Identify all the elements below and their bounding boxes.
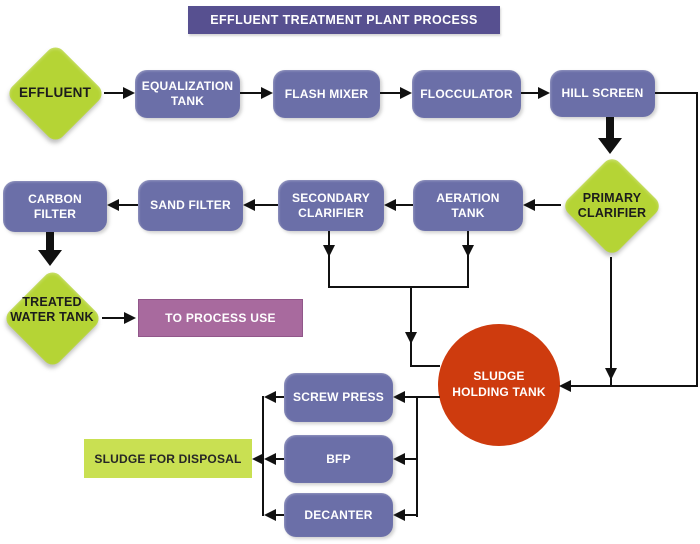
arrow-line [571, 385, 698, 387]
arrow-line [276, 396, 284, 398]
thick-arrow-stem [46, 232, 54, 252]
arrow-line [405, 396, 440, 398]
arrow-line [380, 92, 401, 94]
node-secondary-clarifier-label: SECONDARY CLARIFIER [291, 190, 371, 220]
arrowhead-down [323, 245, 335, 257]
node-sand-filter-label: SAND FILTER [150, 198, 231, 213]
arrowhead-right [261, 87, 273, 99]
node-sludge-holding-tank: SLUDGE HOLDING TANK [438, 324, 560, 446]
arrow-line [396, 204, 413, 206]
arrowhead-left [393, 509, 405, 521]
arrowhead-left [243, 199, 255, 211]
node-flash-mixer-label: FLASH MIXER [284, 86, 369, 101]
arrow-line [535, 204, 561, 206]
node-screw-press: SCREW PRESS [284, 373, 393, 422]
arrowhead-left [559, 380, 571, 392]
node-secondary-clarifier: SECONDARY CLARIFIER [278, 180, 384, 231]
node-effluent-label: EFFLUENT [18, 85, 92, 100]
arrowhead-left [523, 199, 535, 211]
arrow-line [328, 231, 330, 288]
node-flocculator: FLOCCULATOR [412, 70, 521, 118]
node-decanter-label: DECANTER [304, 507, 373, 522]
arrow-line [655, 92, 698, 94]
node-sludge-holding-tank-label: SLUDGE HOLDING TANK [452, 369, 546, 399]
node-flash-mixer: FLASH MIXER [273, 70, 380, 118]
arrowhead-left [107, 199, 119, 211]
arrow-line [405, 514, 417, 516]
arrow-line [255, 204, 278, 206]
node-bfp-label: BFP [326, 451, 351, 466]
arrow-line [467, 231, 469, 288]
thick-arrow-stem [606, 117, 614, 139]
node-equalization-tank: EQUALIZATION TANK [135, 70, 240, 118]
arrow-line [405, 458, 417, 460]
thick-arrowhead-down [598, 138, 622, 154]
node-to-process-use-label: TO PROCESS USE [165, 311, 276, 325]
arrowhead-left [264, 509, 276, 521]
arrow-line [416, 396, 418, 517]
title-banner: EFFLUENT TREATMENT PLANT PROCESS [188, 6, 500, 34]
arrowhead-right [124, 312, 136, 324]
arrowhead-left [384, 199, 396, 211]
arrowhead-down [462, 245, 474, 257]
node-carbon-filter: CARBON FILTER [3, 181, 107, 232]
node-sludge-for-disposal: SLUDGE FOR DISPOSAL [84, 439, 252, 478]
arrow-line [276, 458, 284, 460]
node-to-process-use: TO PROCESS USE [138, 299, 303, 337]
arrow-line [696, 92, 698, 387]
node-bfp: BFP [284, 435, 393, 483]
arrow-line [104, 92, 124, 94]
arrowhead-left [393, 453, 405, 465]
node-aeration-tank: AERATION TANK [413, 180, 523, 231]
node-decanter: DECANTER [284, 493, 393, 537]
arrowhead-right [400, 87, 412, 99]
arrowhead-down [405, 332, 417, 344]
arrow-line [102, 317, 124, 319]
arrowhead-right [123, 87, 135, 99]
arrow-line [410, 288, 412, 366]
node-equalization-tank-label: EQUALIZATION TANK [141, 79, 234, 108]
arrowhead-down [605, 368, 617, 380]
arrowhead-left [393, 391, 405, 403]
arrowhead-left [264, 453, 276, 465]
title-banner-label: EFFLUENT TREATMENT PLANT PROCESS [210, 13, 478, 27]
node-primary-clarifier-label: PRIMARY CLARIFIER [577, 191, 647, 220]
node-sand-filter: SAND FILTER [138, 180, 243, 231]
node-aeration-tank-label: AERATION TANK [436, 190, 500, 220]
thick-arrowhead-down [38, 250, 62, 266]
arrow-line [328, 286, 469, 288]
arrow-line [119, 204, 138, 206]
node-sludge-for-disposal-label: SLUDGE FOR DISPOSAL [94, 451, 242, 466]
node-hill-screen: HILL SCREEN [550, 70, 655, 117]
node-screw-press-label: SCREW PRESS [293, 390, 384, 405]
arrow-line [240, 92, 262, 94]
arrow-line [410, 365, 440, 367]
node-carbon-filter-label: CARBON FILTER [28, 191, 82, 221]
arrowhead-left [264, 391, 276, 403]
arrow-line [521, 92, 539, 94]
arrow-line [276, 514, 284, 516]
arrow-line [610, 257, 612, 387]
node-hill-screen-label: HILL SCREEN [561, 86, 644, 101]
arrowhead-left [252, 453, 264, 465]
node-treated-water-tank-label: TREATED WATER TANK [10, 295, 94, 324]
arrowhead-right [538, 87, 550, 99]
node-flocculator-label: FLOCCULATOR [420, 86, 513, 101]
